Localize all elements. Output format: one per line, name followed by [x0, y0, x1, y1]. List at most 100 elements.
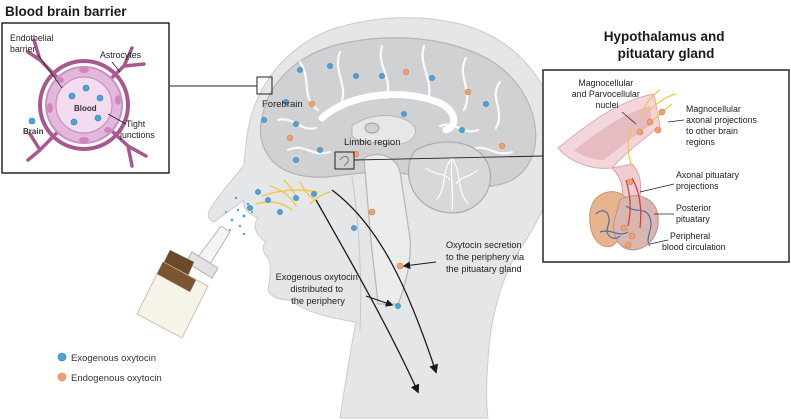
endogenous-dots: [286, 68, 506, 270]
exogenous-oxytocin-dot: [247, 205, 253, 211]
endogenous-oxytocin-dot: [308, 100, 316, 108]
endogenous-oxytocin-dot: [352, 150, 360, 158]
bbb-title: Blood brain barrier: [5, 4, 127, 19]
limbic-structure: [351, 115, 416, 145]
exogenous-oxytocin-dot: [379, 73, 385, 79]
astrocytes-pointer: [111, 61, 121, 73]
exogenous-oxytocin-dot: [353, 73, 359, 79]
blood-label: Blood: [74, 104, 97, 113]
exogenous-oxytocin-dot: [94, 114, 102, 122]
exogenous-oxytocin-dot: [483, 101, 489, 107]
corpus-callosum: [318, 91, 458, 134]
thalamus: [364, 122, 380, 134]
brain-sulci: [276, 44, 514, 155]
spray-cap: [163, 250, 194, 276]
olfactory-neuron: [255, 179, 331, 211]
exogenous-oxytocin-dot: [70, 118, 78, 126]
brain-label: Brain: [23, 127, 44, 136]
spray-collar: [185, 251, 219, 279]
peripheral-pointer: [649, 239, 669, 245]
axonal-projections: [625, 177, 642, 229]
tight-junctions-label: Tight junctions: [119, 119, 155, 140]
limbic-zoom-glyph: [339, 155, 349, 167]
legend-label-exogenous: Exogenous oxytocin: [71, 353, 156, 364]
endogenous-oxytocin-dot: [626, 178, 634, 186]
endogenous-oxytocin-dot: [646, 118, 654, 126]
endogenous-oxytocin-dot: [402, 68, 410, 76]
pituitary-vessels: [595, 205, 652, 247]
nuclei-label: Magnocellular and Parvocellular nuclei: [572, 78, 642, 110]
exogenous-oxytocin-dot: [261, 117, 267, 123]
connector-hypothalamus: [353, 155, 544, 161]
exogenous-oxytocin-dot: [395, 303, 401, 309]
exogenous-oxytocin-dot: [317, 147, 323, 153]
endogenous-oxytocin-dot: [396, 262, 404, 270]
brain-group: [259, 37, 537, 331]
legend-label-endogenous: Endogenous oxytocin: [71, 373, 162, 384]
hypothalamus-title: Hypothalamus and pituatary gland: [604, 29, 729, 61]
forebrain-label: Forebrain: [262, 99, 303, 110]
tight-junctions-pointer: [107, 113, 127, 125]
endogenous-oxytocin-dot: [628, 232, 636, 240]
exogenous-oxytocin-dot: [459, 127, 465, 133]
endogenous-oxytocin-dot: [368, 208, 376, 216]
spray-shoulder: [157, 262, 196, 292]
bbb-panel: Blood brain barrier: [1, 4, 170, 174]
exogenous-oxytocin-dot: [429, 75, 435, 81]
exogenous-dots: [247, 63, 489, 309]
endogenous-oxytocin-dot: [498, 142, 506, 150]
axonal-pointer: [639, 183, 675, 193]
exogenous-distribution-label: Exogenous oxytocin distributed to the pe…: [276, 272, 361, 306]
exogenous-oxytocin-dot: [351, 225, 357, 231]
exogenous-oxytocin-dot: [283, 99, 289, 105]
exogenous-oxytocin-dot: [293, 195, 299, 201]
exogenous-oxytocin-dot: [401, 111, 407, 117]
limbic-region-label: Limbic region: [344, 137, 401, 148]
exogenous-oxytocin-dot: [96, 94, 104, 102]
bbb-blood-dots: [28, 84, 104, 126]
hypothalamus-endogenous-dots: [620, 108, 666, 249]
posterior-label: Posterior pituatary: [676, 203, 714, 224]
cerebellum: [407, 141, 492, 214]
endogenous-oxytocin-dot: [286, 134, 294, 142]
endothelial-pointer: [37, 54, 63, 89]
cerebellum-folia: [425, 157, 479, 211]
legend-swatch-exogenous: [57, 352, 67, 362]
endogenous-oxytocin-dot: [464, 88, 472, 96]
exogenous-oxytocin-dot: [311, 191, 317, 197]
arrow-pathway-outer: [315, 199, 420, 394]
legend: Exogenous oxytocin Endogenous oxytocin: [57, 352, 162, 384]
endogenous-oxytocin-dot: [624, 241, 632, 249]
endogenous-oxytocin-dot: [654, 126, 662, 134]
spray-mist: [224, 196, 254, 236]
limbic-zoom-box: [334, 151, 355, 170]
exogenous-oxytocin-dot: [327, 63, 333, 69]
endogenous-oxytocin-dot: [620, 224, 628, 232]
magnocellular-projections-label: Magnocellular axonal projections to othe…: [686, 104, 759, 147]
forebrain-zoom-box: [256, 76, 273, 95]
axonal-label: Axonal pituatary projections: [676, 170, 742, 191]
exogenous-oxytocin-dot: [293, 157, 299, 163]
endogenous-oxytocin-dot: [658, 108, 666, 116]
endothelial-label: Endothelial barrier: [10, 33, 56, 54]
arrow-exogenous-label: [365, 295, 394, 307]
spinal-outline: [351, 175, 362, 331]
hypothalamus-inner: [574, 106, 652, 160]
endogenous-oxytocin-dot: [636, 128, 644, 136]
exogenous-oxytocin-dot: [293, 121, 299, 127]
hypothalamus-panel: Hypothalamus and pituatary gland: [542, 29, 790, 263]
exogenous-oxytocin-dot: [265, 197, 271, 203]
exogenous-oxytocin-dot: [297, 67, 303, 73]
magnocellular-pointer: [667, 119, 685, 123]
astrocyte-ring: [38, 59, 130, 151]
exogenous-oxytocin-dot: [68, 92, 76, 100]
peripheral-label: Peripheral blood circulation: [662, 231, 726, 252]
nuclei-pointer: [621, 111, 637, 125]
legend-swatch-endogenous: [57, 372, 67, 382]
hypothalamus-panel-frame: [542, 69, 790, 263]
astrocytes-label: Astrocytes: [100, 50, 142, 60]
exogenous-oxytocin-dot: [255, 189, 261, 195]
exogenous-oxytocin-dot: [28, 117, 36, 125]
